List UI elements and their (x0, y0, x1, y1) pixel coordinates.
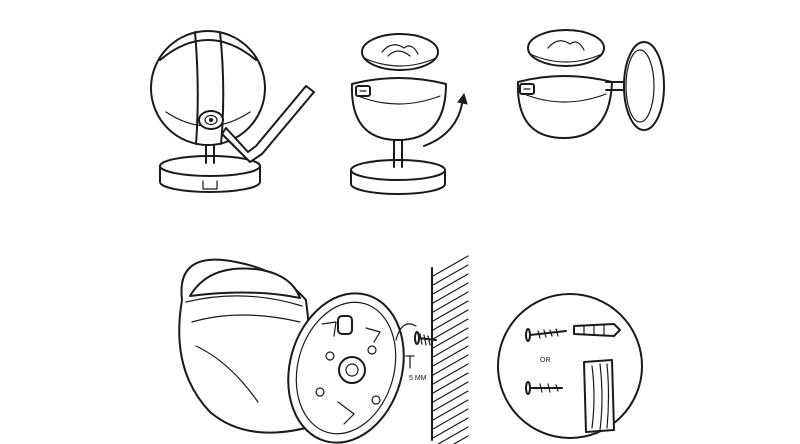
wood-wall-icon (583, 359, 615, 433)
camera-sphere (150, 30, 266, 146)
or-label: OR (540, 357, 551, 364)
camera-lid (527, 29, 605, 67)
hardware-detail: OR (497, 293, 643, 439)
wall-hatch-line (432, 390, 469, 412)
wall-hatch-line (432, 354, 469, 376)
wood-screw-icon (525, 381, 563, 395)
step-2-open-dome (350, 33, 468, 195)
camera-large (178, 258, 321, 434)
step-1-remove-base-screw (150, 30, 315, 193)
step-3-attach-plate (516, 29, 665, 139)
step-4-camera-back-plate (178, 258, 417, 444)
wall-hatch-line (432, 381, 469, 403)
wall-hatch-line (432, 345, 469, 367)
camera-body (516, 75, 613, 139)
camera-lid (361, 33, 439, 71)
mounting-plate (287, 292, 405, 444)
wall-hatch-line (432, 309, 469, 331)
wall-hatch-line (432, 318, 469, 340)
wall-anchor-icon (573, 323, 621, 337)
wall-section (430, 255, 470, 444)
wall-hatch-line (432, 282, 469, 304)
rotate-arrow-icon (423, 92, 468, 147)
hex-key-icon (221, 85, 315, 163)
wall-hatch-line (432, 255, 469, 277)
drill-size-label: 5 MM (409, 375, 427, 382)
wall-hatch-line (432, 273, 469, 295)
wall-hatch-line (432, 300, 469, 322)
drill-size-callout: 5 MM (405, 355, 427, 382)
wall-hatch-line (432, 372, 469, 394)
wall-hatch-line (432, 417, 469, 439)
wall-hatch-line (432, 408, 469, 430)
screw-lead-line (395, 323, 417, 341)
wall-hatch-line (432, 336, 469, 358)
stand-base (350, 137, 446, 195)
wall-hatch-line (432, 264, 469, 286)
wall-hatch-line (432, 291, 469, 313)
wall-hatch-line (452, 435, 469, 444)
wall-hatch-line (432, 363, 469, 385)
camera-body (350, 77, 447, 141)
wall-screw-icon (414, 331, 437, 346)
wall-hatch-line (432, 327, 469, 349)
wall-hatch-line (432, 399, 469, 421)
screw-icon (525, 328, 567, 342)
wall-plate (623, 41, 665, 131)
